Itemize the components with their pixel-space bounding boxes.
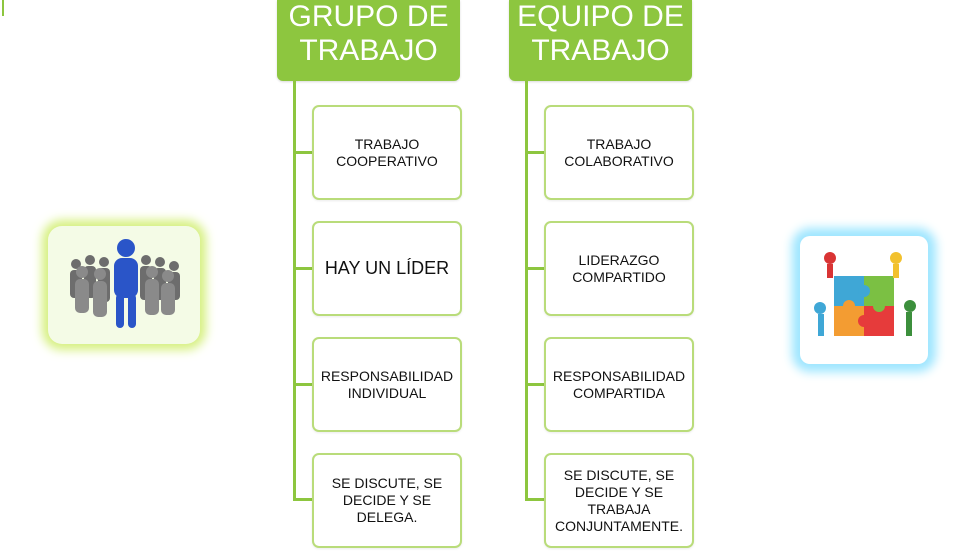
node-trabajo-colaborativo: TRABAJO COLABORATIVO [544, 105, 694, 200]
connector-branch-left-1 [293, 151, 314, 154]
node-text-line: TRABAJO [354, 135, 420, 152]
node-text-line: DECIDE Y SE [342, 492, 432, 508]
connector-branch-right-2 [525, 267, 546, 270]
header-grupo-line2: TRABAJO [299, 34, 438, 67]
header-equipo-line2: TRABAJO [531, 34, 670, 67]
header-equipo-de-trabajo: EQUIPO DE TRABAJO [509, 0, 692, 81]
edge-marker [2, 0, 4, 16]
connector-branch-left-2 [293, 267, 314, 270]
node-text-line: COLABORATIVO [564, 152, 674, 169]
node-text-line: COMPARTIDO [572, 268, 666, 285]
node-text-line: LIDERAZGO [578, 251, 660, 268]
node-hay-un-lider: HAY UN LÍDER [312, 221, 462, 316]
node-text-line: TRABAJA [587, 500, 651, 517]
node-text-line: DELEGA. [356, 509, 418, 525]
puzzle-teamwork-icon [800, 236, 928, 364]
node-text-line: SE DISCUTE, SE [331, 475, 443, 491]
header-grupo-line1: GRUPO DE [288, 0, 449, 33]
crowd-with-leader-icon [48, 226, 200, 344]
crowd-with-leader-svg [70, 239, 180, 328]
node-text-line: RESPONSABILIDAD [320, 367, 454, 384]
node-responsabilidad-individual: RESPONSABILIDAD INDIVIDUAL [312, 337, 462, 432]
node-trabajo-cooperativo: TRABAJO COOPERATIVO [312, 105, 462, 200]
connector-branch-left-4 [293, 498, 314, 501]
connector-branch-left-3 [293, 383, 314, 386]
node-text-line: CONJUNTAMENTE. [554, 517, 684, 534]
node-text-line: COOPERATIVO [336, 152, 438, 169]
node-text-line: INDIVIDUAL [347, 384, 427, 401]
node-text-line: TRABAJO [586, 135, 652, 152]
connector-trunk-right [525, 81, 528, 501]
connector-branch-right-3 [525, 383, 546, 386]
node-se-discute-delega: SE DISCUTE, SE DECIDE Y SE DELEGA. [312, 453, 462, 548]
node-liderazgo-compartido: LIDERAZGO COMPARTIDO [544, 221, 694, 316]
connector-trunk-left [293, 81, 296, 501]
connector-branch-right-4 [525, 498, 546, 501]
node-text-line: COMPARTIDA [572, 384, 666, 401]
header-equipo-line1: EQUIPO DE [517, 0, 684, 33]
node-se-discute-trabaja: SE DISCUTE, SE DECIDE Y SE TRABAJA CONJU… [544, 453, 694, 548]
node-text-line: SE DISCUTE, SE [563, 466, 675, 483]
puzzle-teamwork-svg [814, 252, 916, 336]
header-grupo-de-trabajo: GRUPO DE TRABAJO [277, 0, 460, 81]
connector-branch-right-1 [525, 151, 546, 154]
node-text-line: RESPONSABILIDAD [552, 367, 686, 384]
node-responsabilidad-compartida: RESPONSABILIDAD COMPARTIDA [544, 337, 694, 432]
node-text-line: HAY UN LÍDER [324, 258, 450, 278]
node-text-line: DECIDE Y SE [574, 483, 664, 500]
